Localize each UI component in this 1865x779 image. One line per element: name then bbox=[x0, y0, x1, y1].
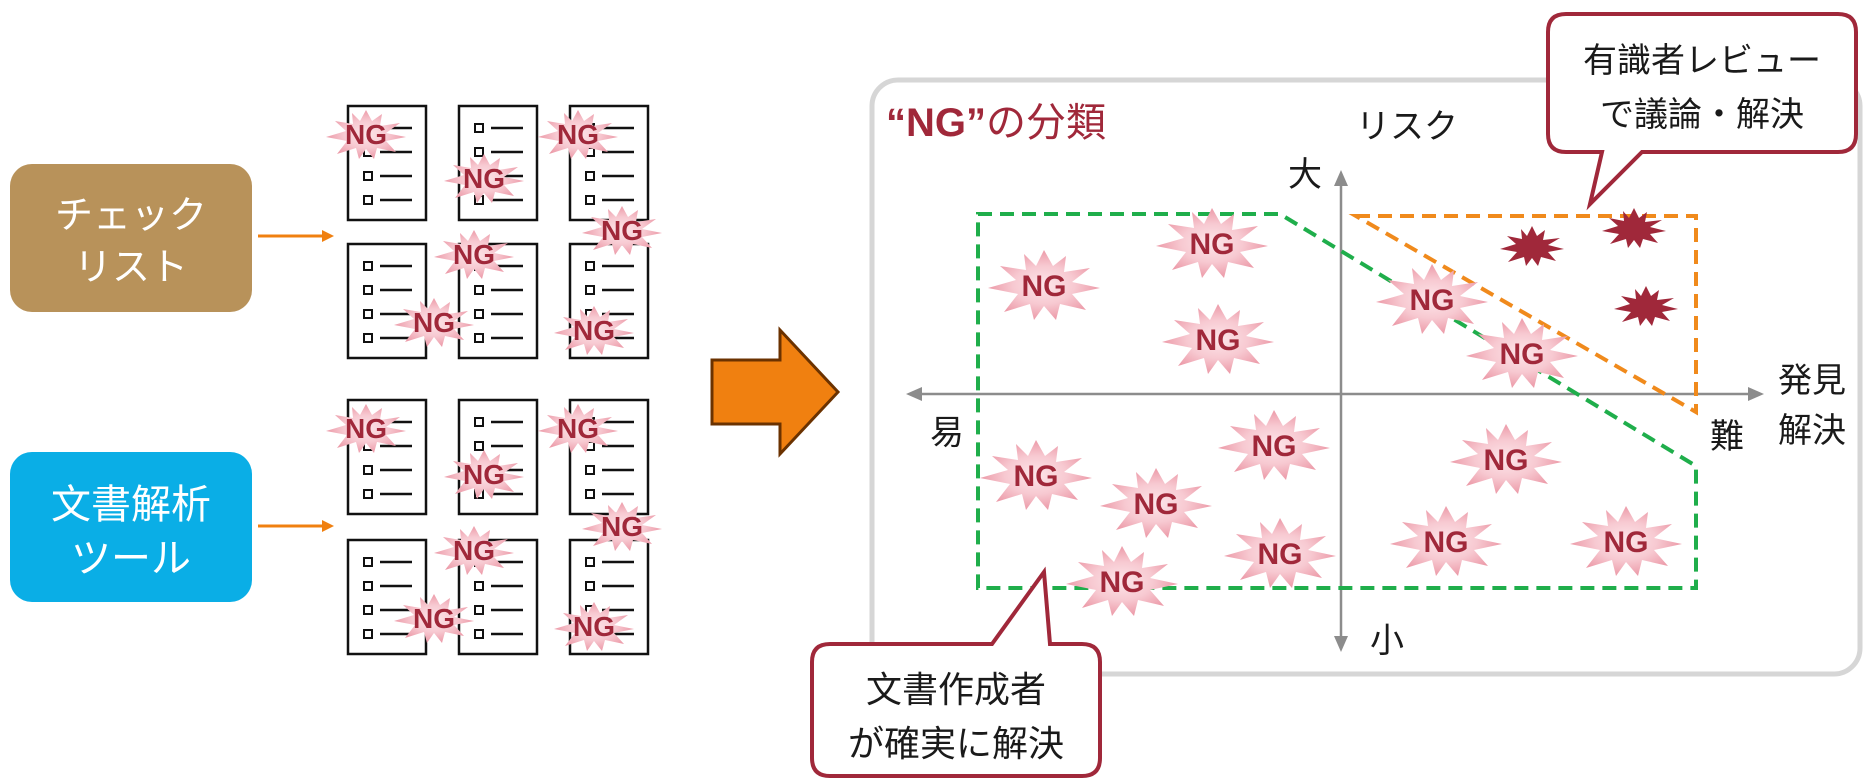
vertical-axis bbox=[1334, 170, 1348, 652]
expert-review-callout: 有識者レビュー で議論・解決 bbox=[1546, 12, 1858, 211]
ng-mark: NG bbox=[557, 413, 599, 444]
big-transition-arrow bbox=[710, 326, 841, 458]
y-axis-bottom-label: 小 bbox=[1370, 621, 1404, 661]
ng-mark: NG bbox=[573, 611, 615, 642]
document-icon bbox=[346, 538, 428, 656]
ng-mark: NG bbox=[1014, 460, 1059, 493]
panel-title: “NG”の分類 bbox=[886, 101, 1106, 145]
checklist-box: チェック リスト bbox=[10, 164, 252, 312]
ng-mark: NG bbox=[1410, 284, 1455, 317]
svg-text:“NG”の分類: “NG”の分類 bbox=[886, 101, 1106, 145]
small-arrow-tool bbox=[258, 520, 334, 532]
x-axis-title-line2: 解決 bbox=[1778, 411, 1846, 451]
ng-mark: NG bbox=[1252, 430, 1297, 463]
ng-mark: NG bbox=[413, 307, 455, 338]
ng-mark: NG bbox=[345, 119, 387, 150]
ng-mark: NG bbox=[1258, 538, 1303, 571]
ng-mark: NG bbox=[1100, 566, 1145, 599]
author-zone-green bbox=[976, 212, 1698, 590]
horizontal-axis bbox=[906, 387, 1764, 401]
small-arrow-checklist bbox=[258, 230, 334, 242]
author-callout: 文書作成者 が確実に解決 bbox=[810, 566, 1102, 778]
title-rest: の分類 bbox=[986, 101, 1106, 145]
author-callout-line1: 文書作成者 bbox=[866, 670, 1046, 711]
author-callout-line2: が確実に解決 bbox=[848, 724, 1064, 765]
expert-callout-line2: で議論・解決 bbox=[1600, 95, 1804, 135]
ng-mark: NG bbox=[1484, 444, 1529, 477]
tool-label-line2: ツール bbox=[71, 536, 191, 582]
expert-zone-orange bbox=[1348, 214, 1698, 416]
document-icon bbox=[346, 242, 428, 360]
title-quote-open: “ bbox=[886, 101, 906, 145]
x-axis-left-label: 易 bbox=[930, 413, 964, 453]
ng-mark: NG bbox=[453, 535, 495, 566]
ng-mark: NG bbox=[601, 215, 643, 246]
expert-callout-line1: 有識者レビュー bbox=[1583, 41, 1821, 81]
ng-mark: NG bbox=[453, 239, 495, 270]
ng-mark: NG bbox=[1190, 228, 1235, 261]
panel-ng-marks: NG NG NG NG NG NG NG NG NG NG NG NG NG bbox=[980, 208, 1682, 616]
ng-mark: NG bbox=[1196, 324, 1241, 357]
ng-mark: NG bbox=[1134, 488, 1179, 521]
ng-mark: NG bbox=[413, 603, 455, 634]
ng-mark: NG bbox=[1500, 338, 1545, 371]
y-axis-label: リスク bbox=[1356, 107, 1458, 147]
tool-label-line1: 文書解析 bbox=[51, 482, 211, 528]
x-axis-right-label: 難 bbox=[1710, 417, 1744, 457]
ng-mark: NG bbox=[557, 119, 599, 150]
ng-mark: NG bbox=[463, 459, 505, 490]
ng-mark: NG bbox=[573, 315, 615, 346]
y-axis-top-label: 大 bbox=[1288, 155, 1322, 195]
doc-ng-marks: NG NG NG NG NG NG NG NG NG NG NG NG NG N… bbox=[326, 110, 662, 651]
ng-mark: NG bbox=[601, 511, 643, 542]
ng-mark: NG bbox=[1604, 526, 1649, 559]
title-quote-close: ” bbox=[966, 101, 986, 145]
ng-mark: NG bbox=[345, 413, 387, 444]
ng-mark: NG bbox=[1022, 270, 1067, 303]
ng-mark: NG bbox=[1424, 526, 1469, 559]
doc-analysis-tool-box: 文書解析 ツール bbox=[10, 452, 252, 602]
classification-panel bbox=[869, 77, 1863, 677]
ng-mark: NG bbox=[463, 163, 505, 194]
x-axis-title-line1: 発見 bbox=[1778, 361, 1846, 401]
checklist-label-line2: リスト bbox=[74, 245, 188, 289]
checklist-label-line1: チェック bbox=[55, 193, 207, 237]
title-ng: NG bbox=[906, 101, 966, 145]
